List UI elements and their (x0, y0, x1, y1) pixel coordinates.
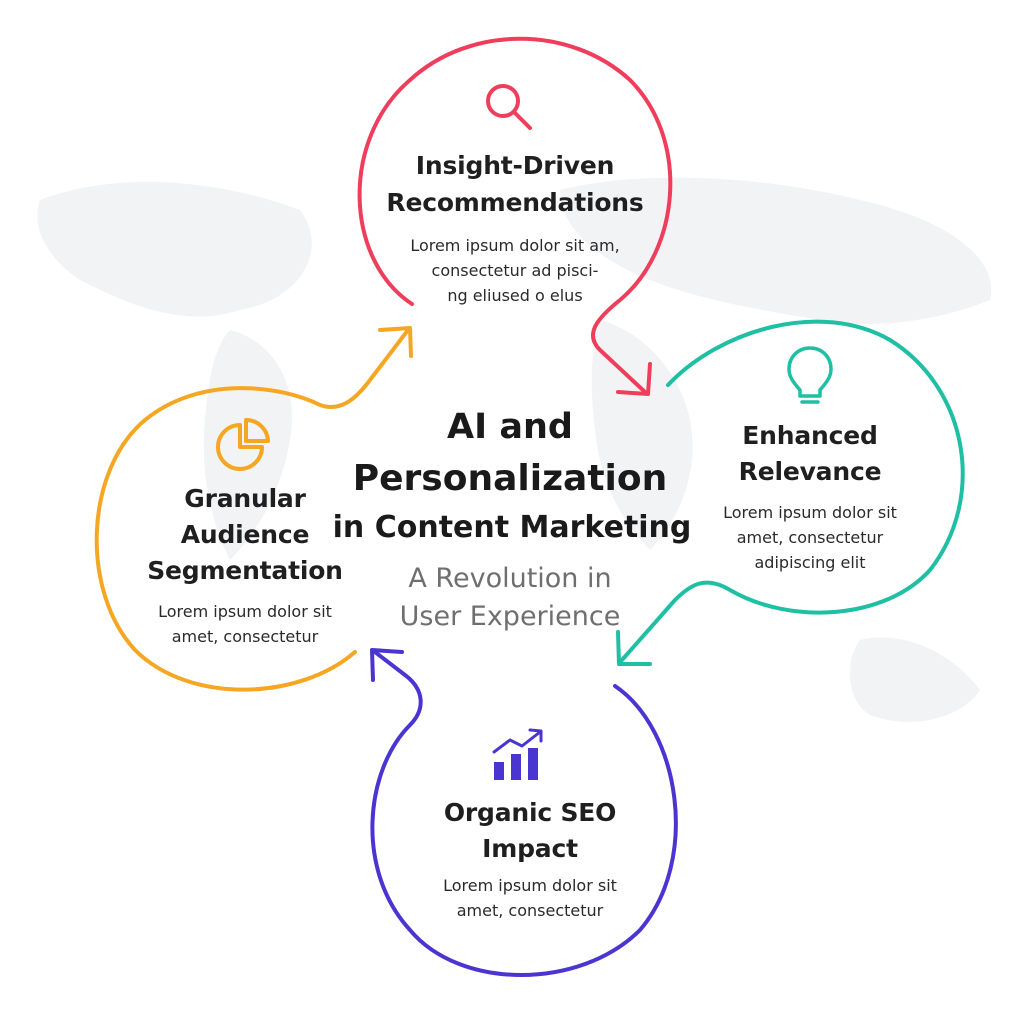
lightbulb-icon (787, 346, 833, 404)
insight-body-line2: consectetur ad pisci- (431, 261, 599, 280)
relevance-loop (616, 319, 965, 666)
insight-loop (357, 36, 673, 396)
relevance-loop-arrowhead (616, 630, 652, 666)
center-title-line2: Personalization (352, 458, 668, 499)
insight-loop-arrowhead (616, 362, 652, 396)
seo-title-line1: Organic SEO (443, 798, 617, 827)
growth-chart-icon (492, 728, 543, 780)
segmentation-title-line2: Audience (180, 520, 310, 549)
segmentation-body-line2: amet, consectetur (171, 627, 319, 646)
relevance-body-line2: amet, consectetur (736, 528, 884, 547)
magnifier-icon (486, 84, 532, 130)
seo-body-line1: Lorem ipsum dolor sit (443, 876, 617, 895)
segmentation-loop-ring (94, 328, 410, 692)
segmentation-body-line1: Lorem ipsum dolor sit (158, 602, 332, 621)
insight-body-line3: ng eliused o elus (447, 286, 583, 305)
seo-title-line2: Impact (482, 834, 578, 863)
segmentation-title-line3: Segmentation (147, 556, 343, 585)
center-subtitle-line2: User Experience (399, 601, 621, 632)
relevance-body-line3: adipiscing elit (754, 553, 866, 572)
segmentation-loop (94, 326, 413, 692)
segmentation-title-line1: Granular (184, 484, 306, 513)
relevance-body-line1: Lorem ipsum dolor sit (723, 503, 897, 522)
relevance-title-line1: Enhanced (742, 421, 878, 450)
center-title-line3: in Content Marketing (332, 510, 692, 545)
segmentation-loop-arrowhead (378, 326, 413, 358)
insight-title-line2: Recommendations (386, 188, 644, 217)
insight-body-line1: Lorem ipsum dolor sit am, (410, 236, 620, 255)
pie-chart-icon (216, 417, 270, 471)
seo-loop-ring (370, 650, 678, 977)
insight-loop-ring (357, 36, 673, 394)
center-subtitle-line1: A Revolution in (408, 563, 612, 594)
seo-loop-arrowhead (370, 648, 404, 682)
relevance-loop-ring (620, 319, 965, 662)
insight-title-line1: Insight-Driven (415, 151, 615, 180)
seo-body-line2: amet, consectetur (456, 901, 604, 920)
seo-loop (370, 648, 678, 977)
center-title-line1: AI and (447, 407, 573, 447)
relevance-title-line2: Relevance (738, 457, 882, 486)
